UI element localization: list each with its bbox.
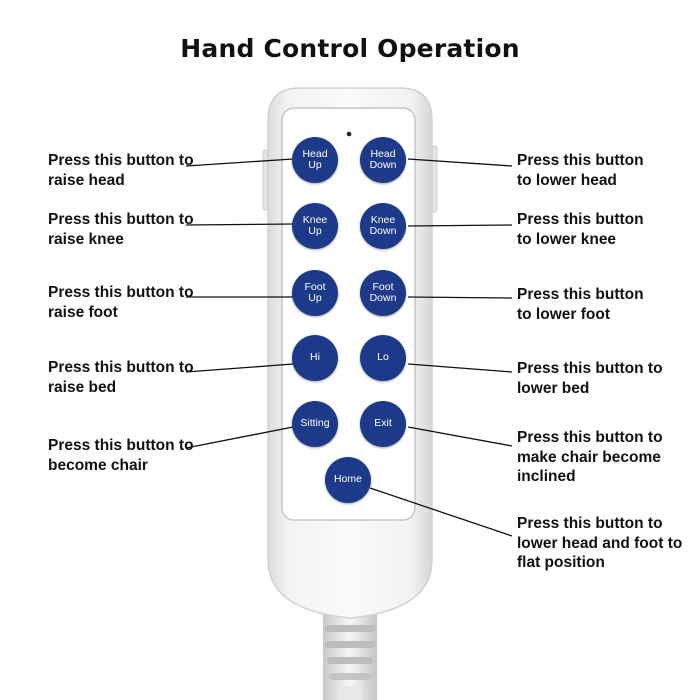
label-inclined: Press this button to make chair become i… bbox=[517, 429, 663, 485]
page-title: Hand Control Operation bbox=[180, 34, 520, 63]
foot-down-button[interactable]: Foot Down bbox=[360, 270, 406, 316]
home-button[interactable]: Home bbox=[325, 457, 371, 503]
leader-line-raise-knee bbox=[185, 223, 294, 226]
leader-line-lower-head bbox=[407, 158, 513, 167]
knee-up-button-label: Knee Up bbox=[302, 213, 328, 237]
knee-down-button-label: Knee Down bbox=[369, 213, 397, 237]
leader-line-raise-bed bbox=[185, 363, 294, 373]
head-down-button-label: Head Down bbox=[369, 147, 397, 171]
remote-cable bbox=[323, 608, 377, 700]
head-down-button[interactable]: Head Down bbox=[360, 137, 406, 183]
label-raise-bed: Press this button to raise bed bbox=[48, 359, 194, 396]
leader-line-lower-knee bbox=[407, 224, 513, 227]
leader-lines bbox=[185, 158, 513, 537]
foot-down-button-label: Foot Down bbox=[369, 280, 397, 304]
leader-line-become-chair bbox=[185, 426, 294, 449]
leader-line-inclined bbox=[407, 426, 513, 447]
label-lower-knee: Press this button to lower knee bbox=[517, 211, 644, 248]
leader-line-lower-bed bbox=[407, 363, 513, 373]
hi-button[interactable]: Hi bbox=[292, 335, 338, 381]
label-lower-foot: Press this button to lower foot bbox=[517, 286, 644, 323]
knee-up-button[interactable]: Knee Up bbox=[292, 203, 338, 249]
home-button-label: Home bbox=[333, 473, 362, 486]
label-flat: Press this button to lower head and foot… bbox=[517, 515, 683, 571]
indicator-light bbox=[346, 131, 352, 137]
foot-up-button-label: Foot Up bbox=[304, 280, 326, 304]
label-become-chair: Press this button to become chair bbox=[48, 437, 194, 474]
foot-up-button[interactable]: Foot Up bbox=[292, 270, 338, 316]
head-up-button[interactable]: Head Up bbox=[292, 137, 338, 183]
label-lower-head: Press this button to lower head bbox=[517, 152, 644, 189]
lo-button-label: Lo bbox=[377, 351, 389, 364]
exit-button-label: Exit bbox=[374, 417, 392, 430]
label-raise-knee: Press this button to raise knee bbox=[48, 211, 194, 248]
lo-button[interactable]: Lo bbox=[360, 335, 406, 381]
head-up-button-label: Head Up bbox=[302, 147, 328, 171]
leader-line-flat bbox=[369, 487, 513, 537]
exit-button[interactable]: Exit bbox=[360, 401, 406, 447]
label-lower-bed: Press this button to lower bed bbox=[517, 360, 663, 397]
sitting-button-label: Sitting bbox=[300, 417, 330, 430]
leader-line-raise-head bbox=[185, 158, 294, 167]
leader-line-lower-foot bbox=[407, 296, 513, 299]
hi-button-label: Hi bbox=[310, 351, 320, 364]
label-raise-foot: Press this button to raise foot bbox=[48, 284, 194, 321]
sitting-button[interactable]: Sitting bbox=[292, 401, 338, 447]
label-raise-head: Press this button to raise head bbox=[48, 152, 194, 189]
knee-down-button[interactable]: Knee Down bbox=[360, 203, 406, 249]
